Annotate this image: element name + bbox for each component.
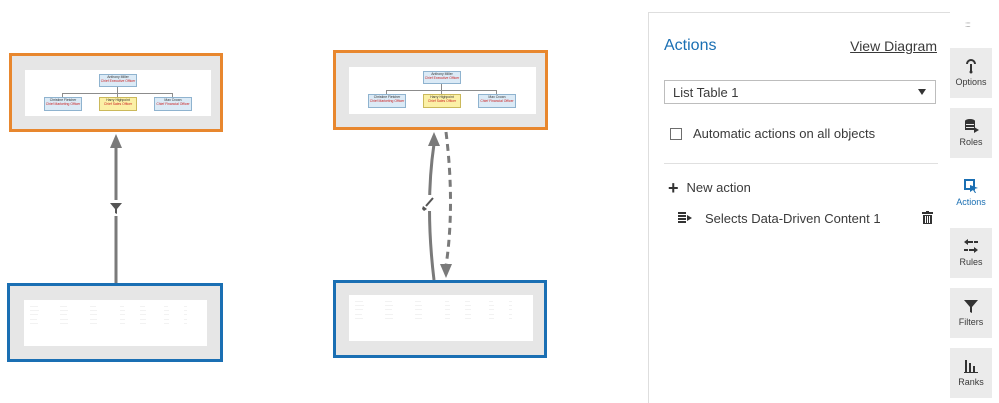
divider [664,163,938,164]
grip-icon[interactable]: :::: [965,20,971,29]
source-object-right[interactable]: Anthony Miller Chief Executive Officer C… [333,50,548,130]
org-node-child-highlighted: Harry Highpoint Chief Sales Officer [99,97,137,111]
org-node-name: Christine Fletcher [49,98,77,102]
data-driven-content-icon [678,212,692,223]
chevron-down-icon [918,89,926,95]
org-node-child: Christine Fletcher Chief Marketing Offic… [368,94,406,108]
trash-icon[interactable] [922,211,933,224]
org-node-child: Max Crown Chief Financial Officer [154,97,192,111]
tab-label: Options [955,77,987,87]
tab-rules[interactable]: Rules [950,228,992,278]
table-row: ········································… [30,320,187,325]
table-row: ········································… [355,311,512,316]
org-node-name: Anthony Miller [431,72,453,76]
org-node-name: Max Crown [488,95,506,99]
new-action-label: New action [686,180,751,195]
org-connector [117,87,118,93]
org-connector [62,93,63,97]
org-node-role: Chief Financial Officer [156,102,190,106]
table-row: ····································· [30,304,187,308]
tab-ranks[interactable]: Ranks [950,348,992,398]
org-node-root: Anthony Miller Chief Executive Officer [99,74,137,87]
org-node-role: Chief Marketing Officer [369,99,405,103]
table-row: ········································… [30,308,187,313]
view-diagram-link[interactable]: View Diagram [850,38,937,54]
list-table-preview: ····································· ··… [30,304,202,325]
list-table-thumbnail-right: ····································· ··… [349,295,533,341]
table-row: ········································… [355,303,512,308]
tab-label: Roles [959,137,983,147]
plus-icon: + [668,177,679,198]
org-connector [172,93,173,97]
tab-label: Ranks [958,377,984,387]
org-node-name: Harry Highpoint [430,95,454,99]
org-chart-thumbnail-left: Anthony Miller Chief Executive Officer C… [25,70,211,116]
table-row: ········································… [355,307,512,312]
source-object-left[interactable]: Anthony Miller Chief Executive Officer C… [9,53,223,132]
tab-label: Rules [959,257,983,267]
tab-filters[interactable]: Filters [950,288,992,338]
org-node-root: Anthony Miller Chief Executive Officer [423,71,461,84]
right-rail: :::: Options Roles Actions [950,12,992,403]
automatic-actions-label: Automatic actions on all objects [693,126,876,141]
org-node-role: Chief Sales Officer [427,99,457,103]
org-connector [441,84,442,90]
org-node-role: Chief Sales Officer [103,102,133,106]
action-links [108,131,452,283]
org-node-role: Chief Financial Officer [480,99,514,103]
tab-roles[interactable]: Roles [950,108,992,158]
rules-icon [964,239,978,253]
table-row: ········································… [355,315,512,320]
brush-icon [421,195,437,211]
tab-options[interactable]: Options [950,48,992,98]
ranks-icon [964,360,978,373]
actions-icon [964,179,978,193]
org-connector [441,90,442,94]
panel-title: Actions [664,37,717,54]
filters-icon [964,300,978,313]
org-connector [386,90,387,94]
target-object-left[interactable]: ····································· ··… [7,283,223,362]
target-object-right[interactable]: ····································· ··… [333,280,547,358]
filter-icon [108,200,124,216]
list-table-thumbnail-left: ····································· ··… [24,300,207,346]
automatic-actions-option[interactable]: Automatic actions on all objects [670,126,875,141]
roles-icon [965,119,979,133]
new-action-button[interactable]: + New action [668,177,751,198]
org-node-name: Christine Fletcher [373,95,401,99]
org-connector [496,90,497,94]
org-connector [117,93,118,97]
org-node-name: Anthony Miller [107,75,129,79]
table-row: ····································· [355,299,512,303]
org-node-role: Chief Executive Officer [100,79,136,83]
org-node-name: Max Crown [164,98,182,102]
automatic-actions-checkbox[interactable] [670,127,682,140]
tab-label: Actions [956,197,986,207]
actions-panel: Actions View Diagram List Table 1 Automa… [648,12,950,403]
org-node-name: Harry Highpoint [106,98,130,102]
action-label: Selects Data-Driven Content 1 [705,210,881,226]
tab-actions[interactable]: Actions [950,168,992,218]
org-node-role: Chief Executive Officer [424,76,460,80]
tab-label: Filters [958,317,984,327]
org-node-child: Max Crown Chief Financial Officer [478,94,516,108]
action-list-item[interactable]: Selects Data-Driven Content 1 [678,210,933,226]
org-node-role: Chief Marketing Officer [45,102,81,106]
options-icon [966,59,976,74]
object-select-value: List Table 1 [673,85,739,100]
org-chart-thumbnail-right: Anthony Miller Chief Executive Officer C… [349,67,536,114]
table-row: ········································… [30,316,187,321]
org-node-child: Christine Fletcher Chief Marketing Offic… [44,97,82,111]
brush-link-dashed[interactable] [440,131,452,278]
org-node-child-highlighted: Harry Highpoint Chief Sales Officer [423,94,461,108]
list-table-preview: ····································· ··… [355,299,527,320]
table-row: ········································… [30,312,187,317]
object-select[interactable]: List Table 1 [664,80,936,104]
